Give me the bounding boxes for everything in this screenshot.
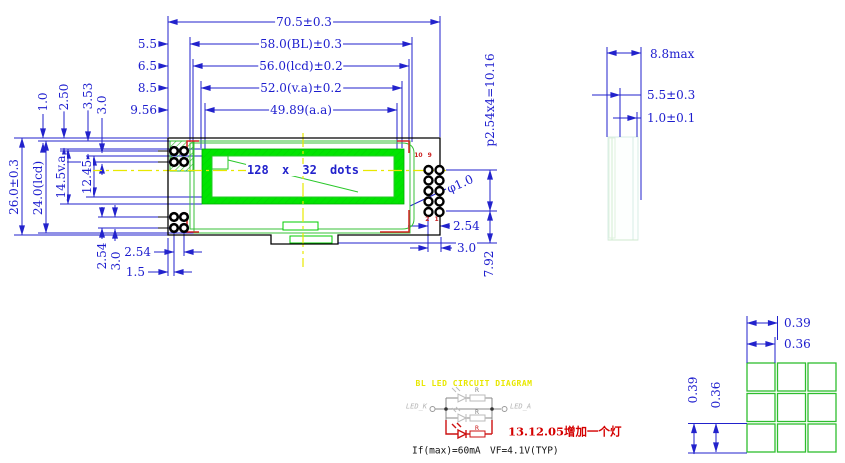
side-view-dims — [592, 47, 642, 200]
pin-label-top: 10 9 — [414, 152, 432, 159]
dim-overall-height: 26.0±0.3 — [7, 158, 21, 216]
dim-bottom-rot-edge: 3.0 — [109, 250, 123, 272]
dot-h-pitch: 0.39 — [783, 316, 812, 330]
dim-aa-width: 49.89(a.a) — [269, 103, 333, 117]
side-dim-width: 8.8max — [649, 47, 696, 61]
spec-current: If(max)=60mA — [412, 445, 481, 457]
dim-pin-pitch: 2.54 — [123, 245, 152, 259]
dim-bottom-rot-pitch: 2.54 — [95, 241, 109, 271]
side-dim-d2: 1.0±0.1 — [646, 111, 697, 125]
resistor-label-3: R — [475, 423, 479, 432]
dim-tail-height: 7.92 — [482, 249, 496, 279]
dim-lcd-height: 24.0(lcd) — [31, 159, 45, 217]
dim-bl-width: 58.0(BL)±0.3 — [258, 37, 344, 51]
resistor-label-2: R — [475, 407, 479, 416]
dot-h-size: 0.36 — [783, 337, 812, 351]
circuit-anode-label: LED_A — [510, 402, 532, 411]
dim-top-d2: 2.50 — [57, 82, 71, 112]
dot-v-pitch: 0.39 — [686, 375, 700, 405]
circuit-title: BL LED CIRCUIT DIAGRAM — [415, 379, 533, 388]
dim-top-d4: 3.0 — [95, 94, 109, 116]
dim-pad-col-pitch: 2.54 — [452, 219, 481, 233]
dim-top-d1: 1.0 — [36, 91, 50, 113]
pin-label-bottom: 2 1 — [425, 216, 439, 223]
dimension-lines-main — [14, 16, 497, 276]
dim-va-height: 14.5v.a — [54, 154, 68, 200]
dim-offset-lcd: 6.5 — [136, 59, 158, 73]
interface-pads — [423, 164, 445, 218]
dim-pad-pitch-total: p2.54x4=10.16 — [483, 52, 497, 148]
dot-v-size: 0.36 — [709, 380, 723, 410]
resistor-label-1: R — [475, 385, 479, 394]
dim-top-d3: 3.53 — [81, 81, 95, 111]
dim-aa-height: 12.45 — [80, 158, 94, 196]
dim-offset-aa: 9.56 — [129, 103, 158, 117]
mounting-pins — [168, 145, 190, 234]
dim-pin-edge: 1.5 — [124, 265, 146, 279]
display-resolution-text: 128 x 32 dots — [246, 163, 360, 177]
dot-grid — [746, 362, 837, 453]
dim-lcd-width: 56.0(lcd)±0.2 — [258, 59, 344, 73]
side-view-profile — [607, 136, 639, 241]
dim-pad-edge: 3.0 — [456, 241, 478, 255]
lcd-glass-outlines — [169, 140, 415, 244]
led-circuit — [429, 386, 508, 440]
side-dim-d1: 5.5±0.3 — [646, 88, 697, 102]
revision-note: 13.12.05增加一个灯 — [508, 424, 622, 439]
dim-va-width: 52.0(v.a)±0.2 — [259, 81, 343, 95]
dim-offset-va: 8.5 — [136, 81, 158, 95]
dim-overall-width: 70.5±0.3 — [275, 15, 333, 29]
spec-voltage: VF=4.1V(TYP) — [490, 445, 559, 457]
dim-offset-bl: 5.5 — [136, 37, 158, 51]
dot-grid-dims — [688, 316, 778, 455]
circuit-cathode-label: LED_K — [405, 402, 427, 411]
